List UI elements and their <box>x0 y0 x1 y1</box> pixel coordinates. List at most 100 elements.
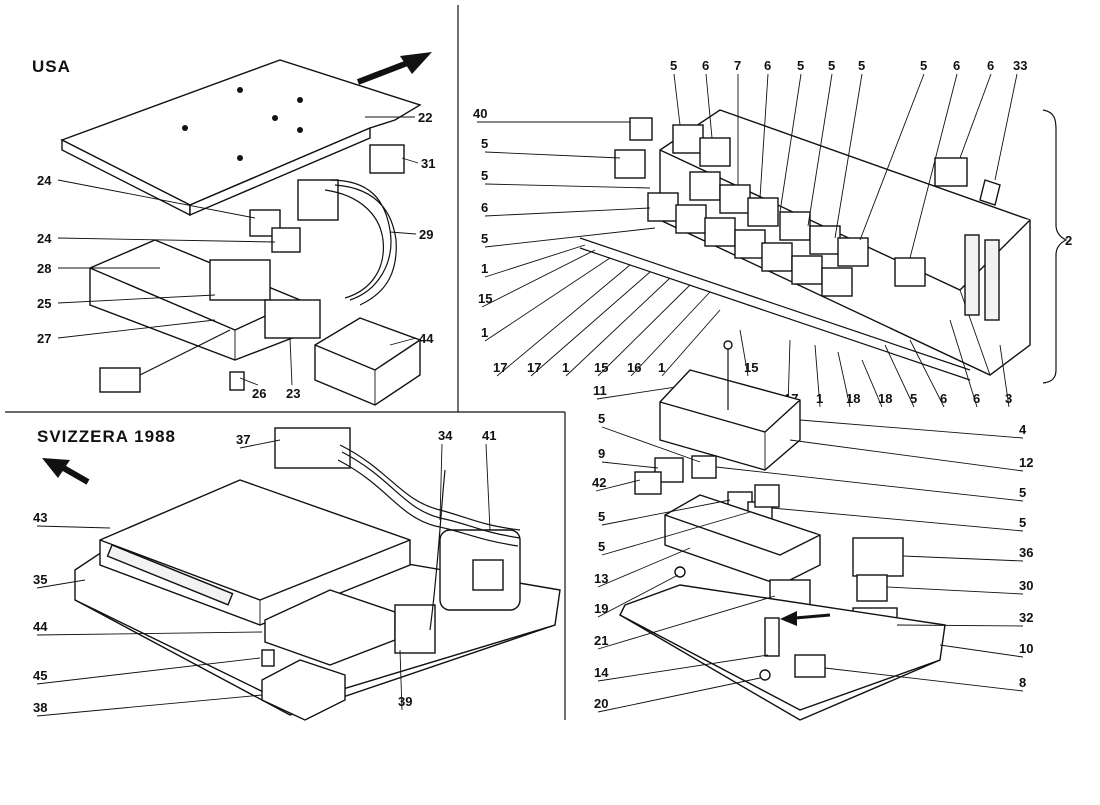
callout-5: 5 <box>481 231 488 246</box>
callout-leader <box>439 443 443 521</box>
callout-5: 5 <box>910 391 917 406</box>
relay-40 <box>629 117 653 141</box>
callout-6: 6 <box>764 58 771 73</box>
callout-leader <box>705 73 713 139</box>
callout-19: 19 <box>594 601 608 616</box>
relay-cube-7 <box>704 217 736 247</box>
callout-1: 1 <box>481 261 488 276</box>
callout-leader <box>36 694 263 717</box>
usa-relay-31 <box>369 144 405 174</box>
callout-leader <box>601 499 731 526</box>
callout-8: 8 <box>1019 675 1026 690</box>
callout-leader <box>939 644 1024 658</box>
sv-connector-41-plug <box>472 559 504 591</box>
callout-1: 1 <box>658 360 665 375</box>
relay-cube-16 <box>894 257 926 287</box>
callout-leader <box>909 73 958 259</box>
relay-5a <box>691 455 717 479</box>
relay-cube-12 <box>791 255 823 285</box>
callout-leader <box>496 264 631 377</box>
relay-cube-15 <box>837 237 869 267</box>
callout-16: 16 <box>627 360 641 375</box>
callout-leader <box>787 339 791 408</box>
callout-5: 5 <box>598 411 605 426</box>
callout-24b: 24 <box>37 231 52 246</box>
callout-3: 3 <box>1005 391 1012 406</box>
relay-cube-40a <box>614 149 646 179</box>
callout-41: 41 <box>482 428 496 443</box>
callout-4: 4 <box>1019 422 1027 437</box>
callout-43: 43 <box>33 510 47 525</box>
callout-leader <box>959 73 992 159</box>
callout-leader <box>896 624 1024 627</box>
callout-17: 17 <box>493 360 507 375</box>
callout-25: 25 <box>37 296 51 311</box>
board-connector-a <box>964 234 980 316</box>
callout-leader <box>601 511 751 556</box>
sv-box-38 <box>261 659 346 721</box>
callout-21: 21 <box>594 633 608 648</box>
usa-relay-pair <box>297 179 339 221</box>
callout-27: 27 <box>37 331 51 346</box>
callout-leader <box>661 309 721 377</box>
callout-5: 5 <box>670 58 677 73</box>
callout-15: 15 <box>478 291 492 306</box>
callout-11: 11 <box>593 383 607 398</box>
relay-cube-8 <box>734 229 766 259</box>
callout-leader <box>779 73 802 213</box>
callout-31: 31 <box>421 156 435 171</box>
callout-leader <box>824 667 1024 692</box>
callout-leader <box>859 73 925 241</box>
usa-connector-wire <box>139 329 231 376</box>
callout-42: 42 <box>592 475 606 490</box>
callout-20: 20 <box>594 696 608 711</box>
callout-leader <box>601 461 659 469</box>
callout-leader <box>484 151 621 159</box>
callout-6: 6 <box>940 391 947 406</box>
relay-36 <box>852 537 904 577</box>
usa-harness-29 <box>329 179 392 301</box>
callout-leader <box>399 649 403 711</box>
callout-36: 36 <box>1019 545 1033 560</box>
callout-leader <box>484 244 586 278</box>
callout-5: 5 <box>920 58 927 73</box>
callout-6: 6 <box>481 200 488 215</box>
callout-leader <box>759 73 769 199</box>
callout-leader <box>36 525 111 529</box>
callout-22: 22 <box>418 110 432 125</box>
callout-leader <box>739 329 749 377</box>
callout-leader <box>799 419 1024 439</box>
callout-34: 34 <box>438 428 453 443</box>
callout-5: 5 <box>1019 515 1026 530</box>
callout-44-usa: 44 <box>419 331 434 346</box>
callout-leader <box>837 351 851 408</box>
callout-leader <box>909 339 945 408</box>
callout-35: 35 <box>33 572 47 587</box>
relay-cube-10 <box>761 242 793 272</box>
callout-leader <box>902 555 1024 562</box>
callout-30: 30 <box>1019 578 1033 593</box>
callout-leader <box>834 73 863 239</box>
bracket-14 <box>764 617 780 657</box>
callout-leader <box>484 183 651 189</box>
sv-ecu-connector <box>106 544 234 606</box>
relay-5d <box>754 484 780 508</box>
sv-bracket-39 <box>394 604 436 654</box>
relay-cube-6 <box>675 204 707 234</box>
callout-leader <box>597 574 679 618</box>
callout-leader <box>807 73 833 227</box>
callout-1: 1 <box>481 325 488 340</box>
relay-cube-14 <box>821 267 853 297</box>
board-connector-b <box>984 239 1000 321</box>
callout-leader <box>884 344 915 408</box>
callout-leader <box>601 426 701 463</box>
callout-leader <box>994 73 1018 181</box>
relay-cube-4 <box>719 184 751 214</box>
fuse-row-line <box>579 237 971 371</box>
callout-2: 2 <box>1065 233 1072 248</box>
relay-cube-11 <box>779 211 811 241</box>
callout-leader <box>595 479 641 492</box>
callout-23: 23 <box>286 386 300 401</box>
